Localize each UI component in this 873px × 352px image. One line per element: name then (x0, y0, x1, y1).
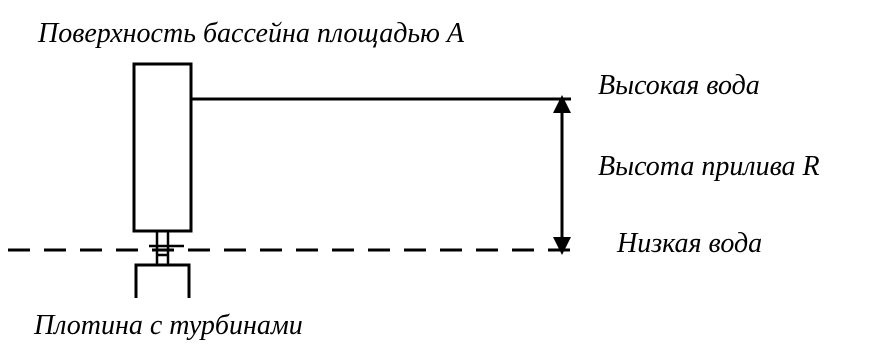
dam-turbines-label: Плотина с турбинами (34, 310, 303, 341)
dam-base (134, 263, 191, 298)
low-water-label: Низкая вода (617, 228, 763, 259)
high-water-label: Высокая вода (598, 70, 760, 101)
tidal-range-label: Высота прилива R (598, 151, 820, 182)
basin-wall (132, 62, 193, 233)
basin-surface-label: Поверхность бассейна площадью A (38, 18, 464, 49)
turbine-icon (149, 231, 184, 265)
